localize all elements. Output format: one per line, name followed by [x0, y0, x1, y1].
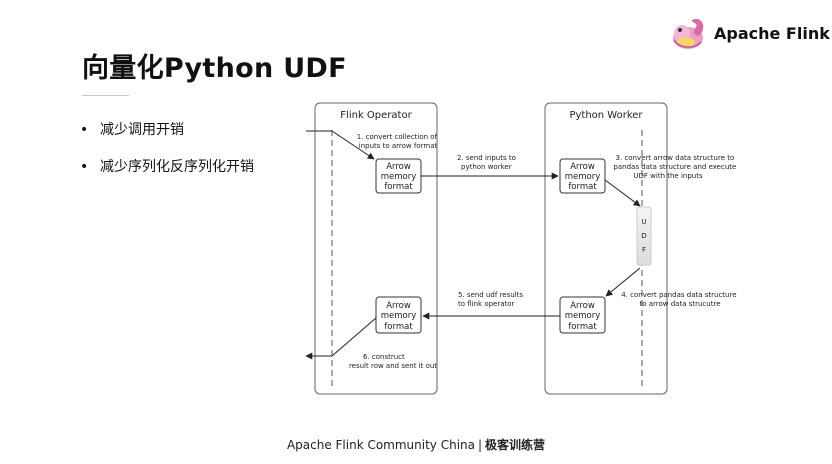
step-line: result row and sent it out	[349, 362, 437, 370]
step3-label: 3. convert arrow data structure to panda…	[613, 154, 738, 180]
step-line: 3. convert arrow data structure to	[615, 154, 734, 162]
step-line: 4. convert pandas data structure	[621, 291, 736, 299]
bullet-item: • 减少调用开销	[80, 120, 254, 140]
arrow-step1	[331, 130, 375, 160]
box-line: memory	[565, 172, 601, 182]
footer-community: Apache Flink Community China	[286, 438, 475, 452]
box-line: memory	[381, 172, 417, 182]
arrow-box-flink-input: Arrow memory format	[375, 158, 422, 194]
udf-letter: U	[641, 218, 646, 226]
python-worker-label: Python Worker	[569, 110, 643, 121]
step-line: to flink operator	[458, 300, 515, 308]
step-line: 5. send udf results	[458, 291, 523, 299]
step-line: 6. construct	[363, 353, 405, 361]
bullet-item: • 减少序列化反序列化开销	[80, 157, 254, 177]
arrow-step4	[605, 267, 641, 297]
step4-label: 4. convert pandas data structure to arro…	[621, 291, 739, 308]
slide-footer: Apache Flink Community China|极客训练营	[0, 436, 832, 453]
udf-block: U D F	[636, 206, 652, 266]
flink-squirrel-logo-icon	[673, 18, 704, 49]
step6-label: 6. construct result row and sent it out	[349, 353, 437, 370]
box-line: memory	[381, 311, 417, 321]
arrow-box-python-input: Arrow memory format	[559, 158, 606, 194]
bullet-dot-icon: •	[80, 159, 89, 175]
arrow-step6	[331, 317, 377, 357]
arrow-box-python-output: Arrow memory format	[559, 296, 606, 334]
box-line: Arrow	[570, 162, 595, 172]
box-line: Arrow	[386, 301, 411, 311]
title-underline	[82, 95, 129, 96]
step-line: pandas data structure and execute	[613, 163, 736, 171]
box-line: Arrow	[570, 301, 595, 311]
step-line: to arrow data strucutre	[639, 300, 720, 308]
udf-letter: F	[642, 246, 646, 254]
step-line: UDF with the inputs	[633, 172, 703, 180]
step-line: 2. send inputs to	[457, 154, 516, 162]
box-line: Arrow	[386, 162, 411, 172]
step2-label: 2. send inputs to python worker	[457, 154, 518, 171]
box-line: memory	[565, 311, 601, 321]
slide-title: 向量化Python UDF	[82, 53, 347, 84]
box-line: format	[568, 182, 597, 192]
bullet-dot-icon: •	[80, 122, 89, 138]
flink-operator-label: Flink Operator	[340, 110, 412, 121]
udf-letter: D	[641, 232, 646, 240]
box-line: format	[568, 322, 597, 332]
bullet-text: 减少序列化反序列化开销	[100, 159, 254, 175]
arrow-box-flink-output: Arrow memory format	[375, 296, 422, 334]
bullet-list: • 减少调用开销 • 减少序列化反序列化开销	[80, 120, 254, 194]
box-line: format	[384, 182, 413, 192]
step-line: inputs to arrow format	[359, 142, 438, 150]
step1-label: 1. convert collection of inputs to arrow…	[357, 133, 440, 150]
step5-label: 5. send udf results to flink operator	[458, 291, 525, 308]
brand-name: Apache Flink	[714, 24, 830, 43]
footer-camp: 极客训练营	[485, 438, 546, 452]
arrow-step3	[604, 179, 641, 207]
step-line: 1. convert collection of	[357, 133, 438, 141]
box-line: format	[384, 322, 413, 332]
step-line: python worker	[461, 163, 512, 171]
bullet-text: 减少调用开销	[100, 122, 184, 138]
footer-separator: |	[478, 438, 483, 452]
